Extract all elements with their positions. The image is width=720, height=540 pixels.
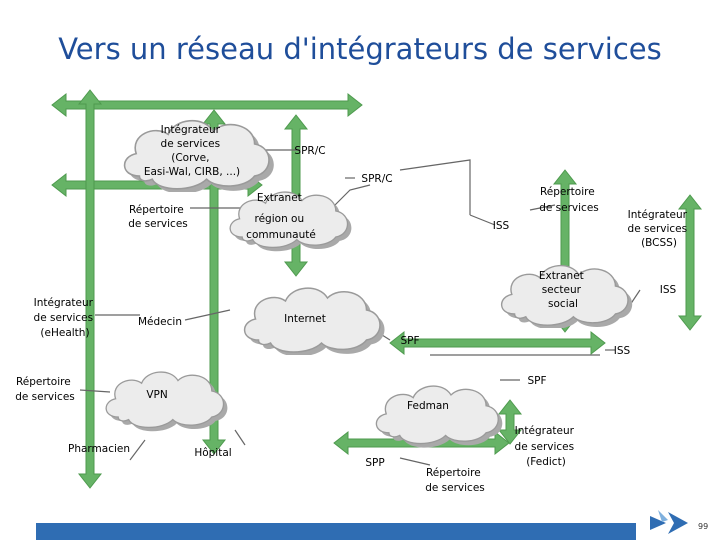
label-integrator-regional: Intégrateur de services (Corve, Easi-Wal… — [144, 124, 240, 178]
fedman-vertical-arrow — [497, 399, 523, 445]
cloud-fedman — [375, 385, 504, 449]
label-iss-2: ISS — [660, 284, 677, 296]
far-right-vertical-arrow — [677, 194, 703, 331]
label-iss-3: ISS — [614, 345, 631, 357]
label-iss-1: ISS — [493, 220, 510, 232]
label-fedman: Fedman — [407, 400, 449, 412]
label-medecin: Médecin — [138, 316, 182, 328]
label-extranet-region: Extranet région ou communauté — [246, 192, 316, 241]
right-vertical-arrow — [552, 169, 578, 333]
belgium-logo-icon — [648, 508, 690, 538]
label-internet: Internet — [284, 313, 326, 325]
footer-bar — [36, 523, 636, 540]
label-extranet-social: Extranet secteur social — [539, 270, 587, 310]
label-integrator-bcss: Intégrateur de services (BCSS) — [628, 209, 691, 249]
center-vertical-arrow — [201, 109, 227, 455]
label-repertoire-right-top: Répertoire de services — [539, 186, 599, 214]
node-labels: Intégrateur de services (Corve, Easi-Wal… — [15, 124, 691, 494]
label-spr-c-1: SPR/C — [294, 145, 325, 157]
slide-title: Vers un réseau d'intégrateurs de service… — [58, 32, 662, 66]
label-repertoire-bottom: Répertoire de services — [425, 467, 485, 494]
cloud-vpn — [105, 371, 229, 433]
page-number: 99 — [698, 522, 709, 531]
label-pharmacien: Pharmacien — [68, 443, 130, 455]
label-repertoire-left-bottom: Répertoire de services — [15, 376, 75, 403]
top-bus-arrow — [51, 92, 363, 118]
label-integrator-ehealth: Intégrateur de services (eHealth) — [34, 297, 97, 339]
label-vpn: VPN — [146, 389, 167, 401]
label-spf-2: SPF — [527, 375, 546, 387]
left-vertical-arrow — [77, 89, 103, 489]
label-spp: SPP — [365, 457, 384, 469]
label-spf-1: SPF — [400, 335, 419, 347]
label-repertoire-left-top: Répertoire de services — [128, 204, 188, 230]
label-integrator-fedict: Intégrateur de services (Fedict) — [515, 425, 578, 468]
label-spr-c-2: SPR/C — [361, 173, 392, 185]
label-hopital: Hôpital — [194, 447, 231, 459]
spf-bus-arrow — [389, 330, 606, 356]
